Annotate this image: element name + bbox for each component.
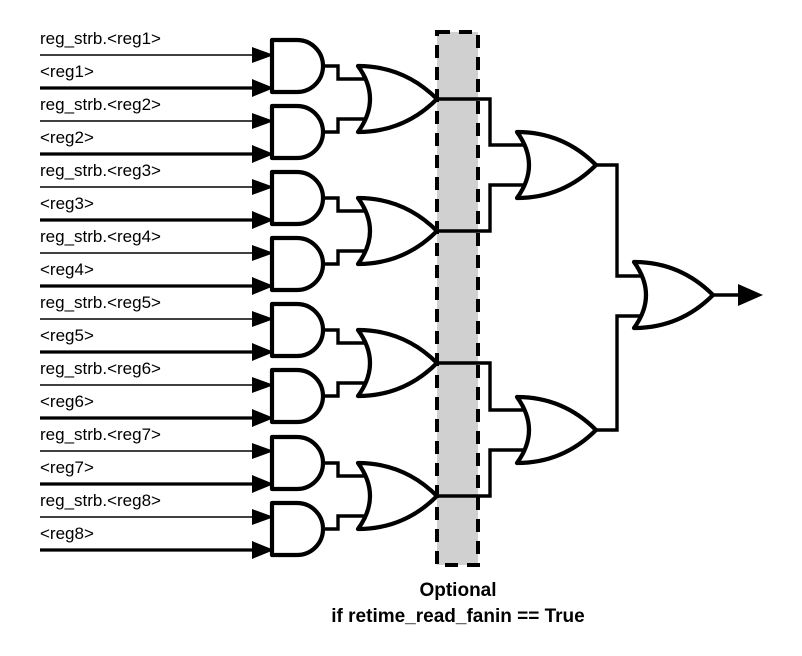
link-or3-to-or6 [437,361,525,412]
input-strobe-arrow-4 [252,245,274,261]
input-data-label-8: <reg8> [40,524,94,543]
input-row-1: reg_strb.<reg1> <reg1> [40,29,274,97]
input-strobe-arrow-7 [252,443,274,459]
input-data-arrow-2 [252,145,274,163]
link-and2-to-or1 [323,117,365,134]
input-data-arrow-6 [252,409,274,427]
input-strobe-arrow-5 [252,311,274,327]
input-row-2: reg_strb.<reg2> <reg2> [40,95,274,163]
or-gate-stage1-1 [355,63,440,135]
input-strobe-label-7: reg_strb.<reg7> [40,425,161,444]
optional-retime-region [435,30,480,567]
link-and6-to-or3 [323,381,365,398]
input-strobe-arrow-2 [252,113,274,129]
or-gate-stage1-3 [355,327,440,399]
and-gate-2 [269,103,326,161]
and-gate-3 [269,169,326,227]
input-strobe-arrow-3 [252,179,274,195]
input-row-7: reg_strb.<reg7> <reg7> [40,425,274,493]
input-row-5: reg_strb.<reg5> <reg5> [40,293,274,361]
link-and8-to-or4 [323,514,365,531]
input-strobe-arrow-6 [252,377,274,393]
input-data-arrow-3 [252,211,274,229]
and-gate-7 [269,434,326,492]
link-or4-to-or6 [437,448,525,498]
or-gate-output [631,259,716,331]
and-gate-8 [269,500,326,558]
input-row-4: reg_strb.<reg4> <reg4> [40,227,274,295]
and-gate-6 [269,367,326,425]
input-data-arrow-1 [252,79,274,97]
link-and5-to-or3 [323,328,365,345]
link-or2-to-or5 [437,183,525,233]
input-data-label-7: <reg7> [40,458,94,477]
link-and1-to-or1 [323,64,365,81]
input-strobe-arrow-1 [252,47,274,63]
or-gate-stage2-1 [514,129,599,201]
input-strobe-label-8: reg_strb.<reg8> [40,491,161,510]
input-strobe-arrow-8 [252,509,274,525]
link-and7-to-or4 [323,461,365,478]
input-strobe-label-2: reg_strb.<reg2> [40,95,161,114]
input-data-label-3: <reg3> [40,194,94,213]
input-strobe-label-6: reg_strb.<reg6> [40,359,161,378]
input-data-arrow-7 [252,475,274,493]
link-or6-to-or7 [596,314,642,432]
and-gate-4 [269,235,326,293]
optional-caption-line1: Optional [419,580,496,601]
input-data-label-6: <reg6> [40,392,94,411]
output-arrow [738,284,763,306]
input-data-label-4: <reg4> [40,260,94,279]
and-gate-1 [269,37,326,95]
link-or5-to-or7 [596,163,642,278]
input-data-label-5: <reg5> [40,326,94,345]
link-or1-to-or5 [437,97,525,147]
or-gate-stage1-2 [355,195,440,267]
optional-caption-line2: if retime_read_fanin == True [331,606,584,627]
or-gate-stage2-2 [514,394,599,466]
input-strobe-label-3: reg_strb.<reg3> [40,161,161,180]
input-strobe-label-1: reg_strb.<reg1> [40,29,161,48]
input-data-arrow-8 [252,541,274,559]
link-and3-to-or2 [323,196,365,213]
input-data-label-2: <reg2> [40,128,94,147]
link-and4-to-or2 [323,249,365,266]
input-data-label-1: <reg1> [40,62,94,81]
input-data-arrow-5 [252,343,274,361]
input-row-6: reg_strb.<reg6> <reg6> [40,359,274,427]
input-row-3: reg_strb.<reg3> <reg3> [40,161,274,229]
and-gate-5 [269,301,326,359]
input-row-8: reg_strb.<reg8> <reg8> [40,491,274,559]
input-strobe-label-5: reg_strb.<reg5> [40,293,161,312]
input-data-arrow-4 [252,277,274,295]
or-gate-stage1-4 [355,460,440,532]
input-strobe-label-4: reg_strb.<reg4> [40,227,161,246]
